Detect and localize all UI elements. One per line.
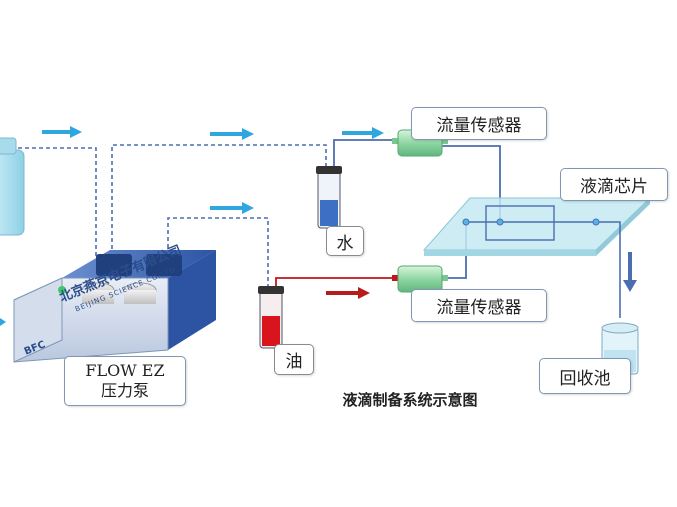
arrow-2 (210, 128, 254, 140)
label-oil: 油 (274, 344, 314, 375)
outlet-line (600, 221, 621, 318)
diagram-caption: 液滴制备系统示意图 (342, 391, 478, 409)
air-lines (18, 144, 327, 290)
label-water: 水 (326, 226, 364, 256)
label-flow-sensor-top: 流量传感器 (411, 107, 547, 140)
oil-arrow (326, 287, 370, 299)
arrow-left-edge (0, 318, 6, 326)
oil-vial (258, 286, 284, 349)
water-line (333, 139, 501, 222)
label-collection: 回收池 (539, 358, 631, 394)
label-pressure-pump: FLOW EZ 压力泵 (64, 356, 186, 406)
air-arrows (0, 126, 384, 326)
arrow-3 (342, 127, 384, 139)
pump-label-line2: 压力泵 (100, 381, 149, 400)
label-flow-sensor-bottom: 流量传感器 (411, 289, 547, 322)
oil-line (275, 277, 398, 292)
reservoir-bottle (0, 137, 25, 236)
label-droplet-chip: 液滴芯片 (560, 168, 668, 201)
air-line-2 (111, 144, 327, 270)
air-line-1 (18, 147, 97, 270)
air-line-3 (167, 217, 269, 290)
outlet-arrow (623, 252, 637, 292)
arrow-1 (42, 126, 82, 138)
droplet-chip (422, 197, 652, 256)
pump-label-line1: FLOW EZ (85, 361, 165, 380)
arrow-4 (210, 202, 254, 214)
pressure-pump (13, 250, 216, 363)
water-vial (316, 166, 342, 229)
